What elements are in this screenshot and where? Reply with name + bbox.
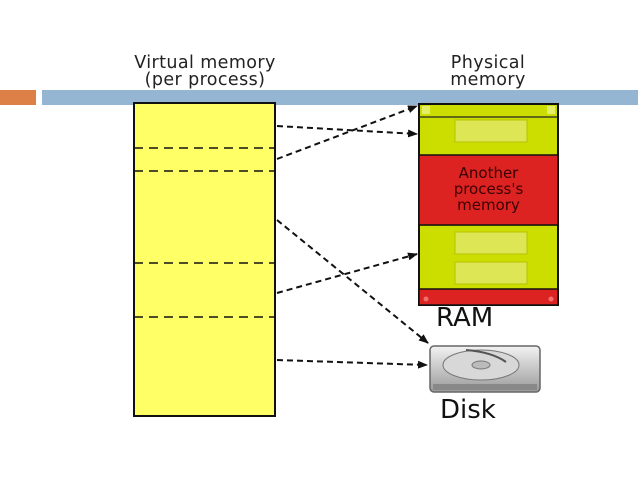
- other-process-label-line: Another: [458, 164, 519, 182]
- hard-disk-icon: [429, 345, 541, 393]
- physical-memory-subtitle: memory: [450, 70, 526, 90]
- other-process-region-bottom: [418, 288, 559, 306]
- ram-label: RAM: [436, 303, 494, 333]
- virtual-memory-block: [133, 102, 276, 417]
- virtual-memory-subtitle: (per process): [144, 70, 266, 90]
- disk-label: Disk: [440, 395, 496, 425]
- accent-bar: [0, 90, 36, 105]
- other-process-label-line: memory: [457, 196, 520, 214]
- title-bar: [42, 90, 638, 105]
- mapping-arrow: [276, 252, 418, 294]
- mapping-arrow: [276, 359, 428, 369]
- other-process-label: Another process's memory: [419, 165, 558, 213]
- virtual-memory-title: Virtual memory: [134, 53, 276, 73]
- other-process-label-line: process's: [453, 180, 524, 198]
- mapping-arrow: [276, 219, 429, 344]
- physical-memory-title: Physical: [450, 53, 526, 73]
- ram-module: [418, 103, 559, 306]
- mapping-arrow: [276, 105, 418, 160]
- mapping-arrow: [276, 125, 418, 138]
- other-process-region: [418, 154, 559, 226]
